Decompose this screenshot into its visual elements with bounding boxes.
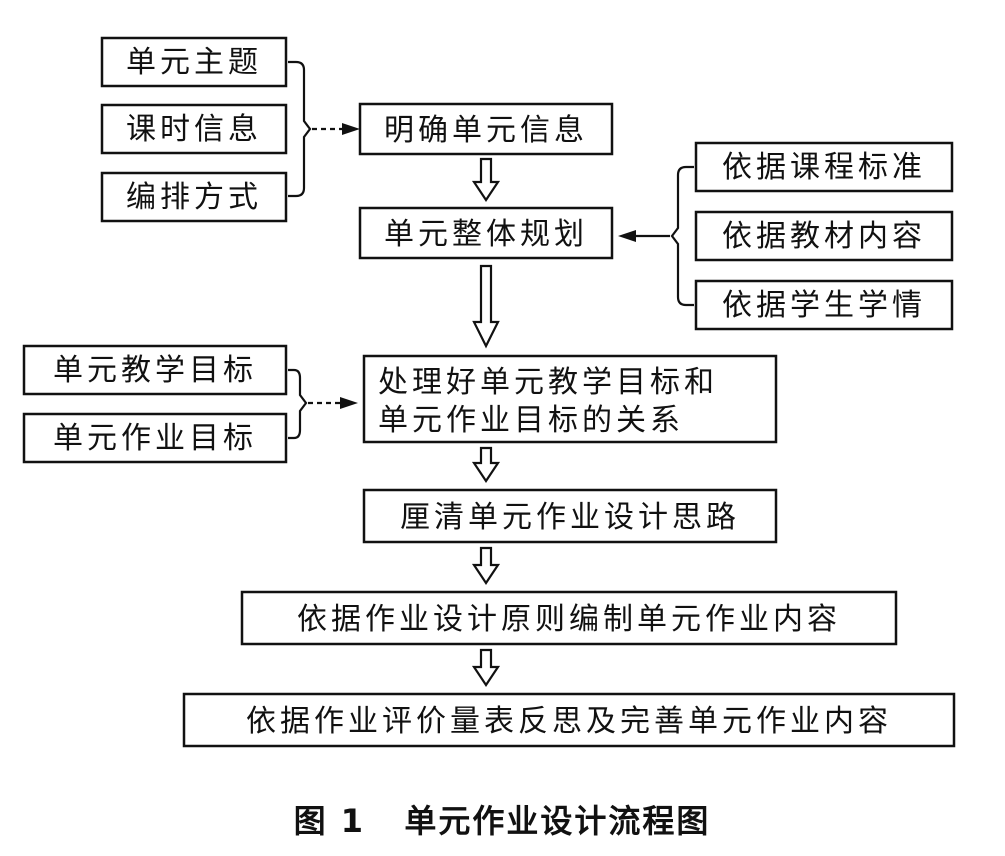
flow-arrow-4 — [471, 546, 501, 585]
flow-arrow-5 — [471, 648, 501, 687]
brace-left-2 — [288, 368, 308, 440]
node-teaching-goal: 单元教学目标 — [22, 344, 288, 396]
node-student-info: 依据学生学情 — [694, 279, 954, 331]
flow-arrow-3 — [471, 446, 501, 483]
flow-arrow-1 — [471, 157, 501, 202]
node-textbook-label: 依据教材内容 — [722, 219, 926, 254]
node-homework-goal-label: 单元作业目标 — [53, 421, 257, 456]
node-arrangement-label: 编排方式 — [126, 180, 262, 215]
node-student-info-label: 依据学生学情 — [722, 288, 926, 323]
node-overall-plan: 单元整体规划 — [358, 206, 614, 260]
node-reflect-label: 依据作业评价量表反思及完善单元作业内容 — [246, 704, 892, 739]
node-lesson-info: 课时信息 — [100, 103, 288, 155]
arrowhead-3 — [340, 397, 358, 409]
node-homework-goal: 单元作业目标 — [22, 412, 288, 464]
arrowhead-2 — [618, 230, 636, 242]
node-teaching-goal-label: 单元教学目标 — [53, 353, 257, 388]
node-unit-theme: 单元主题 — [100, 36, 288, 88]
node-design-idea: 厘清单元作业设计思路 — [362, 488, 778, 544]
node-relation: 处理好单元教学目标和 单元作业目标的关系 — [362, 354, 778, 444]
node-curriculum-std-label: 依据课程标准 — [722, 150, 926, 185]
flow-arrow-2 — [472, 264, 500, 349]
node-relation-line2: 单元作业目标的关系 — [378, 403, 684, 438]
brace-left-1 — [288, 60, 312, 198]
node-clarify-info-label: 明确单元信息 — [384, 113, 588, 148]
node-relation-line1: 处理好单元教学目标和 — [378, 365, 718, 400]
node-reflect: 依据作业评价量表反思及完善单元作业内容 — [182, 692, 956, 748]
node-unit-theme-label: 单元主题 — [126, 45, 262, 80]
node-textbook: 依据教材内容 — [694, 210, 954, 262]
node-compile-label: 依据作业设计原则编制单元作业内容 — [297, 602, 841, 637]
node-compile: 依据作业设计原则编制单元作业内容 — [240, 590, 898, 646]
node-clarify-info: 明确单元信息 — [358, 102, 614, 156]
figure-caption: 图 1 单元作业设计流程图 — [294, 802, 711, 840]
node-design-idea-label: 厘清单元作业设计思路 — [400, 500, 740, 535]
node-curriculum-std: 依据课程标准 — [694, 141, 954, 193]
node-lesson-info-label: 课时信息 — [126, 112, 262, 147]
brace-right — [670, 165, 694, 307]
arrowhead-1 — [342, 123, 360, 135]
node-arrangement: 编排方式 — [100, 171, 288, 223]
node-overall-plan-label: 单元整体规划 — [384, 217, 588, 252]
